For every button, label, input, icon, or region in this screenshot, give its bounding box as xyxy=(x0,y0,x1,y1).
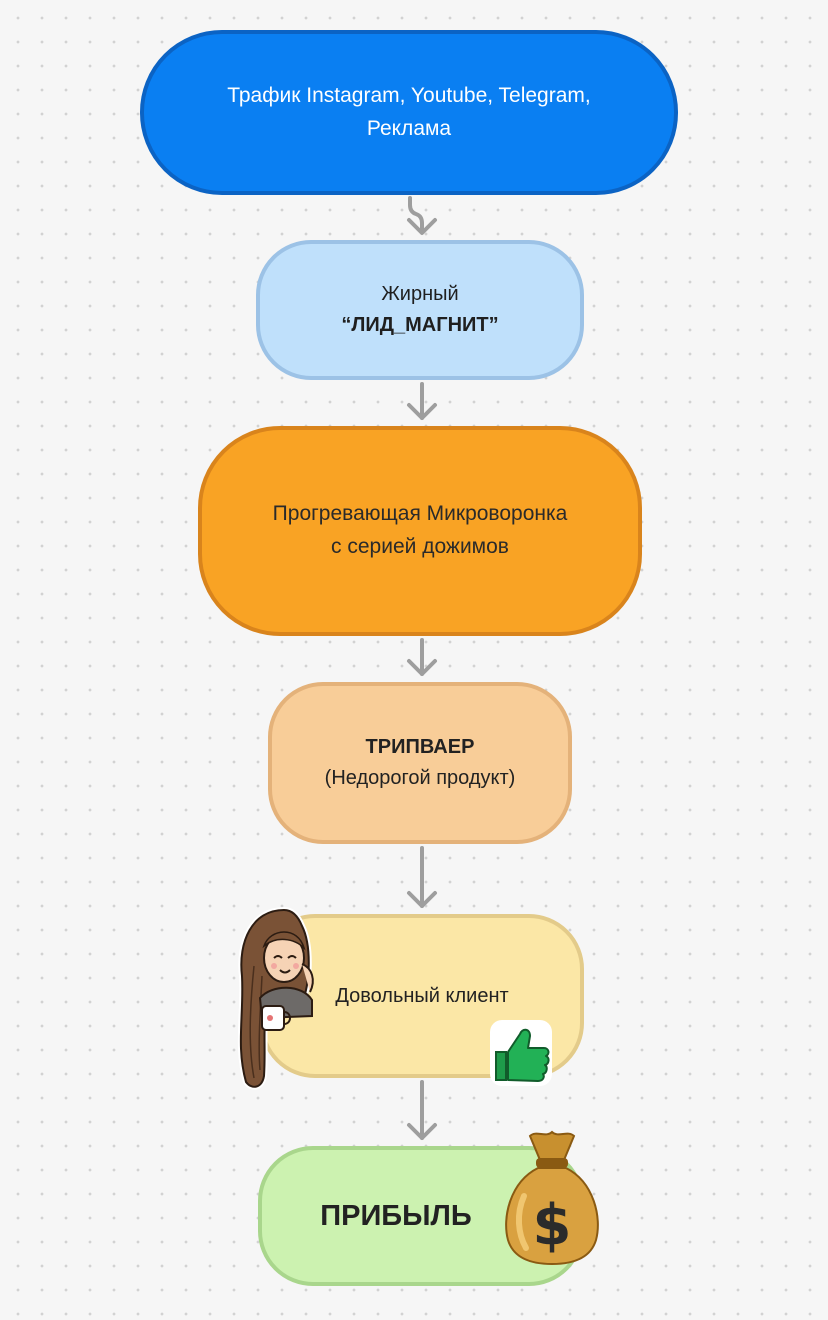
edge-happy-client-to-profit xyxy=(407,1080,437,1140)
node-micro-funnel-line-2: с серией дожимов xyxy=(331,535,509,558)
node-profit-line-1: ПРИБЫЛЬ xyxy=(320,1199,472,1232)
edge-micro-funnel-to-tripwire xyxy=(407,638,437,676)
node-tripwire-line-1: ТРИПВАЕР xyxy=(365,736,475,758)
money-bag-icon: $ xyxy=(505,1130,599,1266)
node-happy-client-line-1: Довольный клиент xyxy=(335,984,509,1007)
node-traffic-line-2: Реклама xyxy=(366,116,452,140)
node-lead-magnet[interactable]: Жирный “ЛИД_МАГНИТ” xyxy=(256,240,584,380)
node-tripwire[interactable]: ТРИПВАЕР (Недорогой продукт) xyxy=(268,682,572,844)
edge-lead-magnet-to-micro-funnel xyxy=(407,382,437,420)
thumbs-up-icon xyxy=(490,1020,552,1086)
edge-traffic-to-lead-magnet xyxy=(407,196,437,235)
node-tripwire-line-2: (Недорогой продукт) xyxy=(324,767,516,789)
edge-tripwire-to-happy-client xyxy=(407,846,437,908)
node-happy-client[interactable]: Довольный клиент xyxy=(260,914,584,1078)
girl-with-mug-sticker xyxy=(237,907,314,1090)
node-lead-magnet-line-1: Жирный xyxy=(381,283,459,305)
svg-text:$: $ xyxy=(533,1193,572,1258)
node-traffic-line-1: Трафик Instagram, Youtube, Telegram, xyxy=(227,83,591,107)
node-micro-funnel-line-1: Прогревающая Микроворонка xyxy=(272,502,568,526)
node-micro-funnel[interactable]: Прогревающая Микроворонка с серией дожим… xyxy=(198,426,642,636)
node-lead-magnet-line-2: “ЛИД_МАГНИТ” xyxy=(341,314,499,336)
node-traffic[interactable]: Трафик Instagram, Youtube, Telegram, Рек… xyxy=(140,30,678,195)
